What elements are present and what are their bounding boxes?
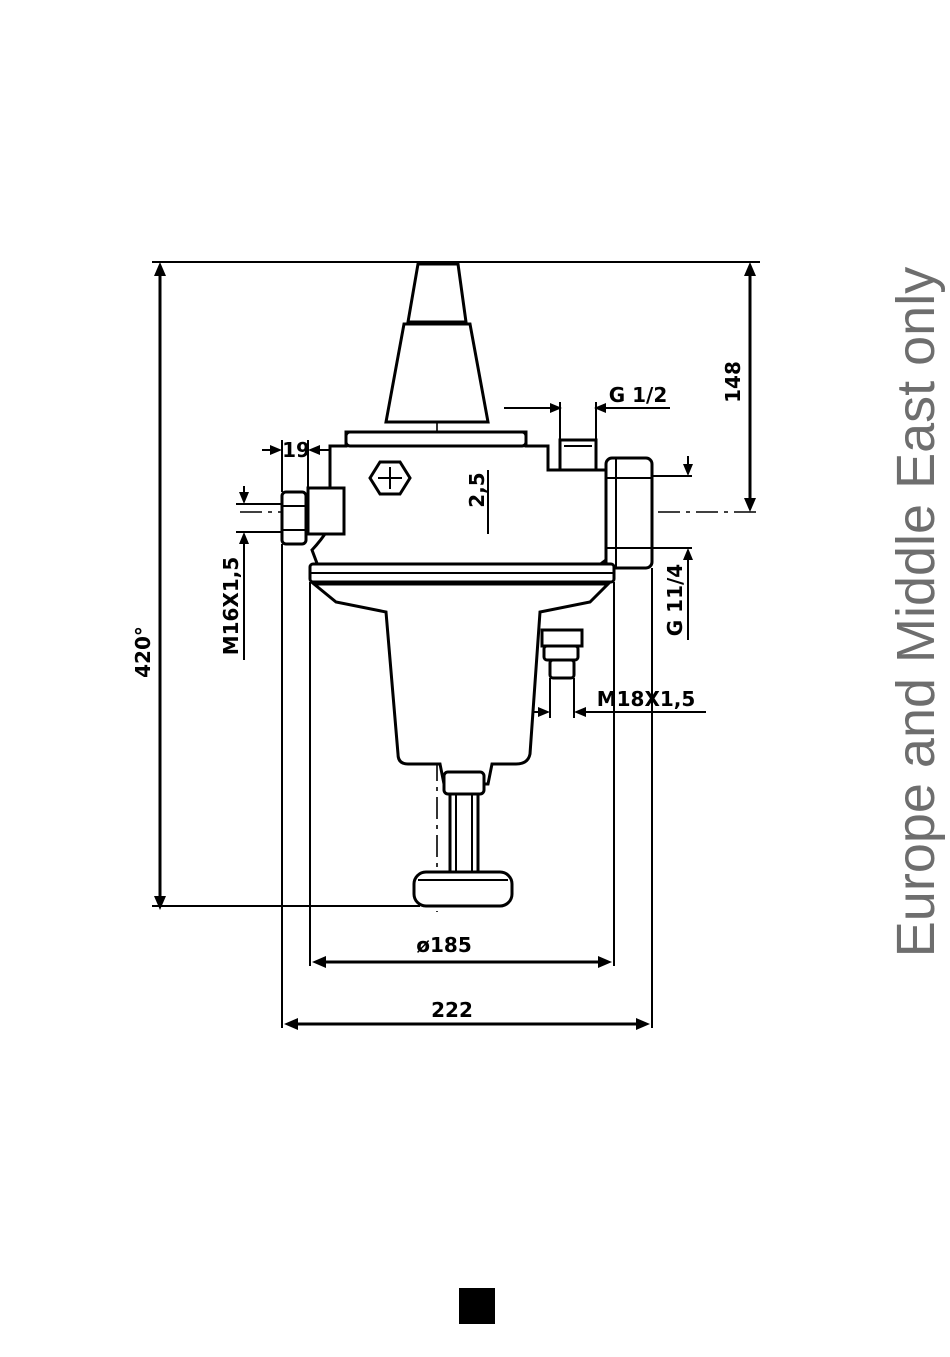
inlet-arrow-top [683, 464, 693, 476]
bottom-port-body [542, 630, 582, 646]
label-inlet-thread: G 11/4 [663, 564, 687, 636]
label-height-upper: 148 [721, 361, 745, 403]
label-port-left: M16X1,5 [219, 557, 243, 656]
body-top-flange [346, 432, 526, 446]
inlet-arrow-bottom [683, 548, 693, 560]
diameter-arrow-right [598, 956, 612, 968]
label-height-total: 420° [131, 626, 155, 678]
height-arrow-top [154, 262, 166, 276]
bottom-port-arrow-left [538, 707, 550, 717]
offset19-arrow-left [270, 445, 282, 455]
outlet-port [560, 440, 596, 470]
height-arrow-bottom [154, 896, 166, 910]
left-boss [308, 488, 344, 534]
upper-height-arrow-bottom [744, 498, 756, 512]
label-body-diameter: ø185 [416, 933, 472, 957]
inlet-nut [606, 458, 652, 568]
label-overall-width: 222 [431, 998, 473, 1022]
bottom-port-tip [550, 660, 574, 678]
left-port-arrow-top [239, 492, 249, 504]
label-outlet-thread: G 1/2 [609, 383, 668, 407]
left-port-arrow-bottom [239, 532, 249, 544]
side-note: Europe and Middle East only [886, 267, 946, 957]
width-arrow-left [284, 1018, 298, 1030]
stem-shaft [450, 794, 478, 872]
left-nut [282, 492, 306, 544]
top-cap [408, 264, 466, 322]
diameter-arrow-left [312, 956, 326, 968]
lower-bowl [314, 584, 608, 784]
label-offset-small: 2,5 [465, 472, 489, 507]
width-arrow-right [636, 1018, 650, 1030]
label-port-bottom: M18X1,5 [597, 687, 696, 711]
label-side-offset: 19 [282, 438, 310, 462]
stem-nut [444, 772, 484, 794]
handwheel [414, 872, 512, 906]
upper-height-arrow-top [744, 262, 756, 276]
page-marker [459, 1288, 495, 1324]
bottom-port-nut [544, 646, 578, 660]
bottom-port-arrow-right [574, 707, 586, 717]
bonnet-neck [386, 324, 488, 422]
